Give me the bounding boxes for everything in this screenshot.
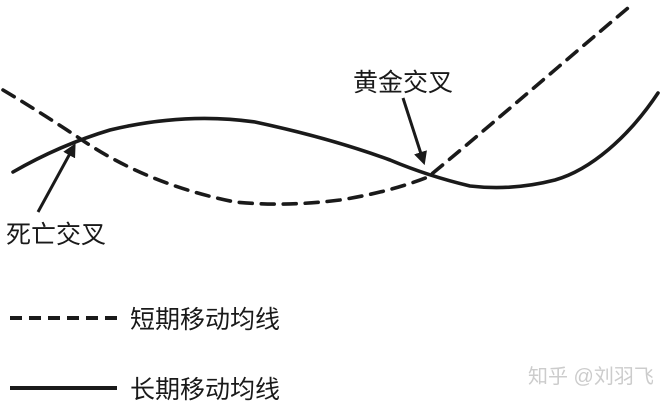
golden-cross-arrow bbox=[401, 97, 427, 166]
short-ma-curve bbox=[1, 6, 630, 206]
long-ma-curve bbox=[11, 91, 660, 190]
legend: 短期移动均线 长期移动均线 bbox=[10, 306, 280, 402]
watermark: 知乎 @刘羽飞 bbox=[528, 365, 654, 388]
death-cross-label: 死亡交叉 bbox=[6, 221, 106, 249]
death-cross-arrow bbox=[36, 143, 76, 213]
legend-long-ma-label: 长期移动均线 bbox=[130, 376, 280, 402]
golden-cross-label: 黄金交叉 bbox=[353, 69, 453, 97]
legend-short-ma-label: 短期移动均线 bbox=[130, 306, 280, 334]
